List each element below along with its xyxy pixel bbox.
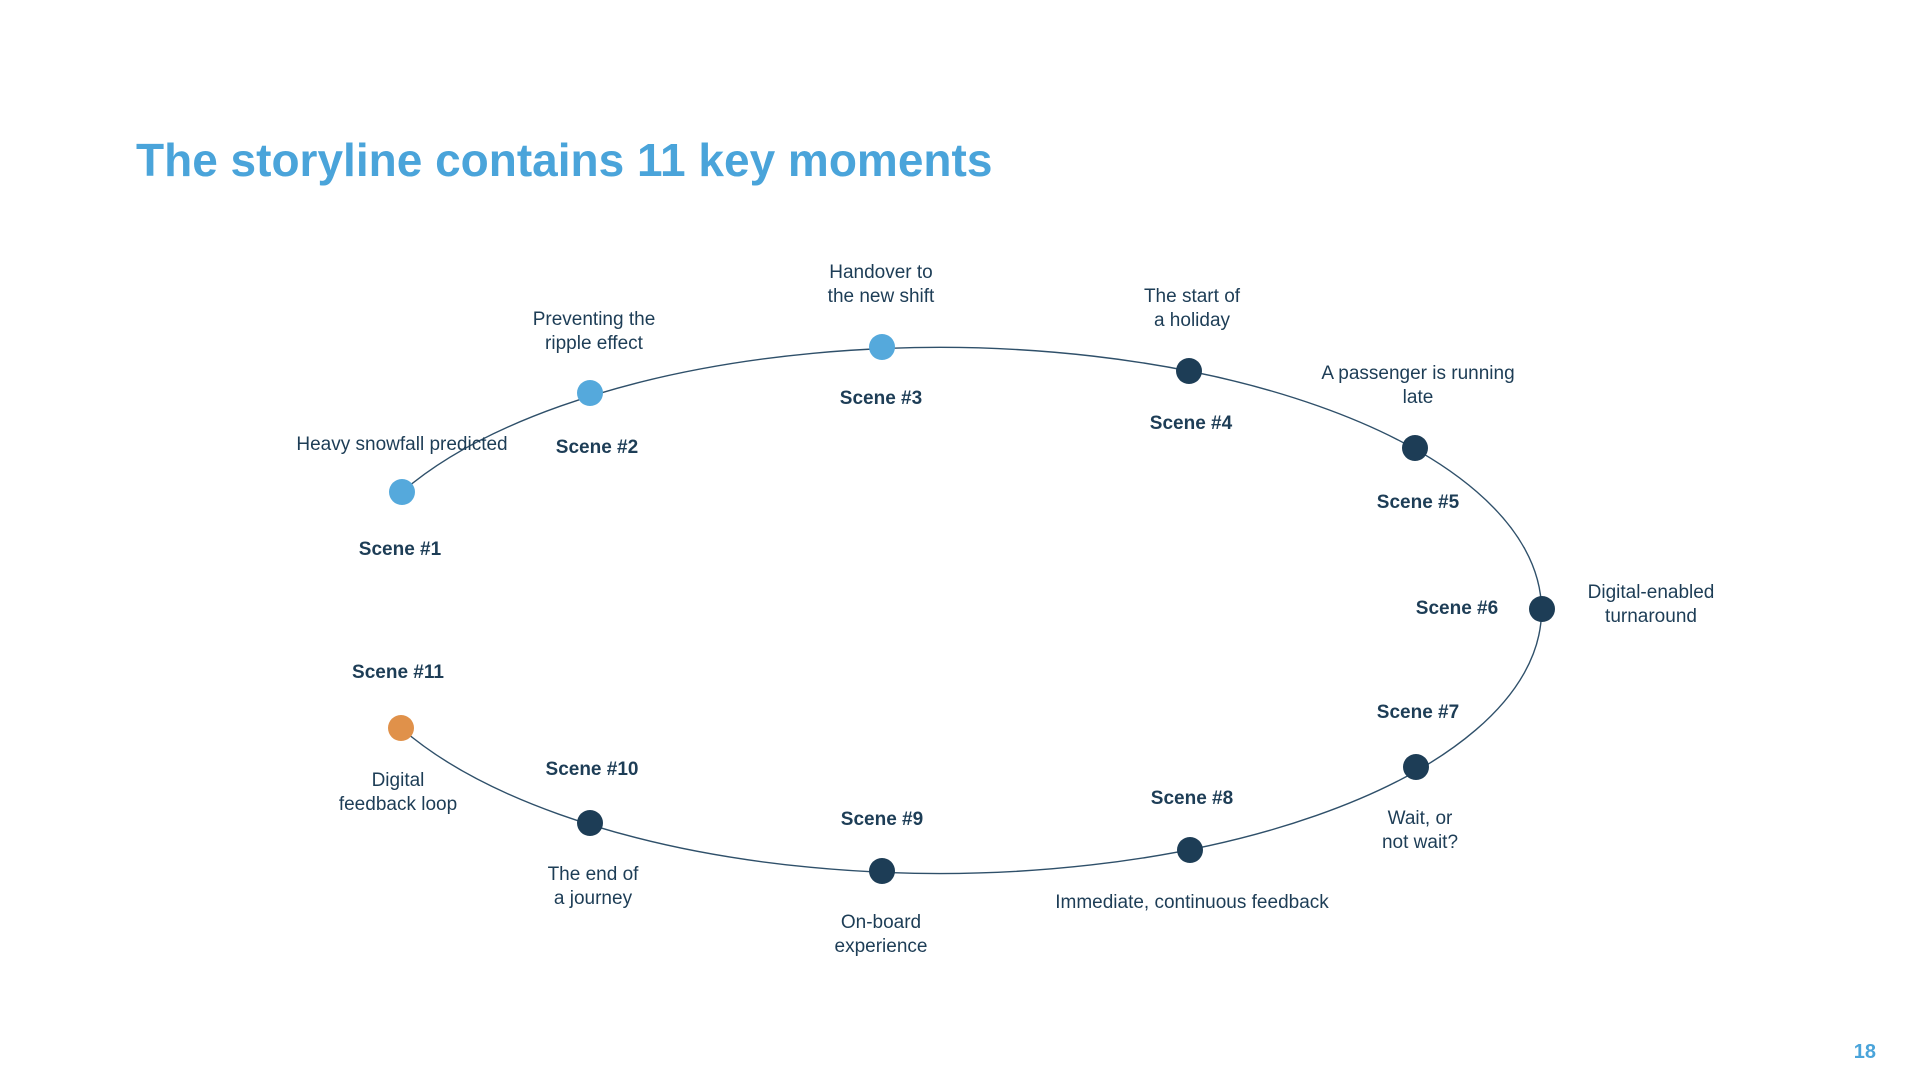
scene-dot-7 [1403, 754, 1429, 780]
scene-dot-11 [388, 715, 414, 741]
scene-description-5: A passenger is running late [1321, 363, 1515, 408]
scene-description-10: The end of a journey [547, 864, 639, 909]
scene-label-7: Scene #7 [1376, 702, 1460, 723]
scene-dot-2 [577, 380, 603, 406]
scene-dot-5 [1402, 435, 1428, 461]
slide-title: The storyline contains 11 key moments [136, 133, 993, 186]
scene-dot-3 [869, 334, 895, 360]
scene-description-11: Digital feedback loop [338, 770, 458, 815]
scene-description-1: Heavy snowfall predicted [296, 434, 508, 455]
scene-description-9: On-board experience [834, 912, 928, 957]
scene-description-6: Digital-enabled turnaround [1587, 582, 1715, 627]
scene-dot-1 [389, 479, 415, 505]
scene-label-2: Scene #2 [555, 437, 639, 458]
scene-label-9: Scene #9 [840, 809, 924, 830]
scene-label-6: Scene #6 [1415, 598, 1499, 619]
scene-label-4: Scene #4 [1149, 413, 1233, 434]
scene-description-7: Wait, or not wait? [1381, 808, 1459, 853]
scene-dot-8 [1177, 837, 1203, 863]
scene-dot-6 [1529, 596, 1555, 622]
scene-label-3: Scene #3 [839, 388, 923, 409]
scene-dot-9 [869, 858, 895, 884]
scene-description-3: Handover to the new shift [827, 262, 935, 307]
scene-label-11: Scene #11 [352, 662, 444, 683]
scene-label-1: Scene #1 [358, 539, 442, 560]
scene-description-2: Preventing the ripple effect [532, 309, 656, 354]
scene-description-4: The start of a holiday [1143, 286, 1241, 331]
scene-description-8: Immediate, continuous feedback [1055, 892, 1329, 913]
scene-label-5: Scene #5 [1376, 492, 1460, 513]
page-number: 18 [1853, 1041, 1876, 1063]
scene-label-10: Scene #10 [545, 759, 639, 780]
scene-dot-10 [577, 810, 603, 836]
scene-dot-4 [1176, 358, 1202, 384]
scene-label-8: Scene #8 [1150, 788, 1234, 809]
